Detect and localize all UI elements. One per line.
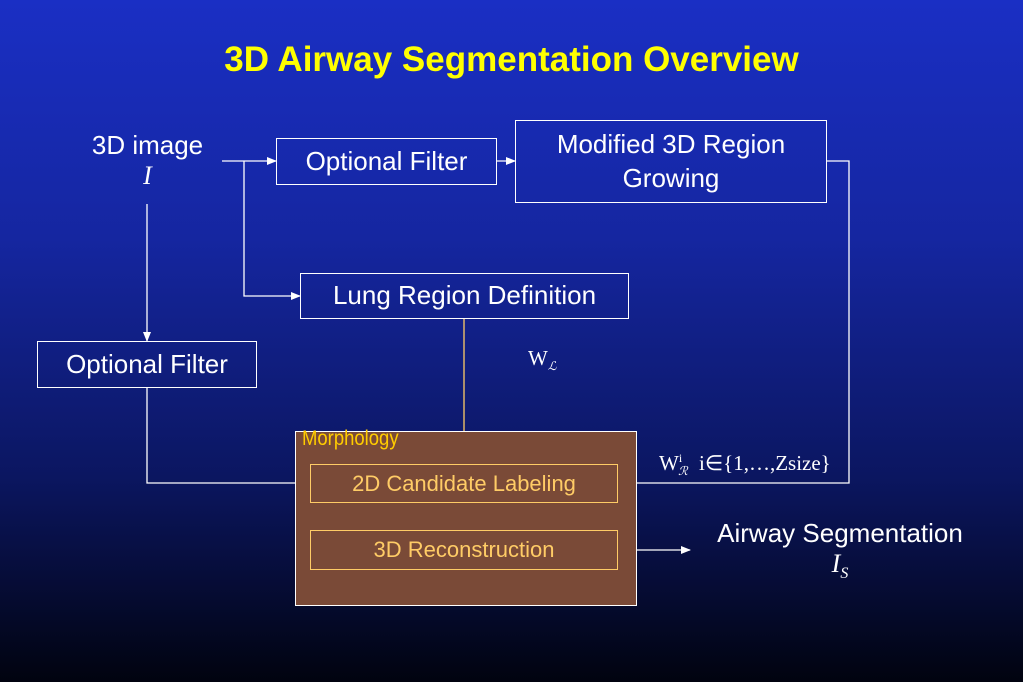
lung-weight-base: W [528,346,548,370]
candidate-labeling-box: 2D Candidate Labeling [310,464,618,503]
output-label: Airway Segmentation IS [690,518,990,583]
region-weight-label: Wiℛ i∈{1,…,Zsize} [659,451,831,479]
edge-growing-to-labeling [617,160,850,487]
optional-filter-left-box: Optional Filter [37,341,257,388]
output-text: Airway Segmentation [717,518,963,548]
optional-filter-top-box: Optional Filter [276,138,497,185]
region-weight-sub: ℛ [678,464,688,479]
output-subscript: S [840,565,849,583]
page-title: 3D Airway Segmentation Overview [224,40,799,79]
lung-weight-sub: ℒ [547,359,557,374]
lung-weight-label: Wℒ [528,346,556,374]
input-symbol: I [143,161,152,190]
output-symbol-wrap: IS [690,549,990,583]
reconstruction-box: 3D Reconstruction [310,530,618,570]
edge-input-to-lung [243,161,301,300]
input-text: 3D image [91,130,204,160]
edge-left-filter-to-labeling [146,388,311,487]
morphology-label: Morphology [302,427,399,450]
region-growing-box: Modified 3D Region Growing [515,120,827,203]
lung-region-box: Lung Region Definition [300,273,629,319]
output-symbol: I [831,549,841,578]
region-weight-sup: i [678,451,683,465]
input-label: 3D image I [70,130,225,191]
region-weight-range: i∈{1,…,Zsize} [699,451,831,475]
region-weight-base: W [659,451,679,475]
morphology-group [295,431,637,606]
